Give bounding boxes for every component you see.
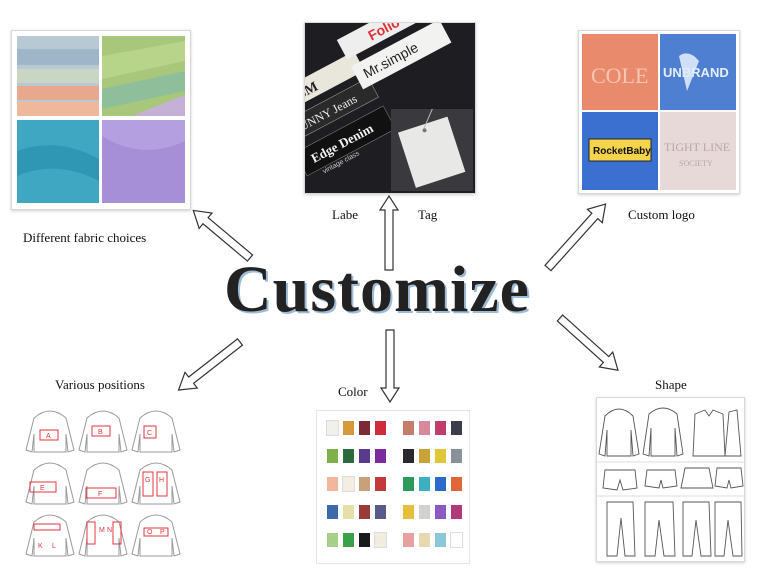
color-swatch [419,449,430,463]
color-swatch-grid [317,411,469,563]
color-swatch [435,477,446,491]
color-swatch [326,420,339,436]
positions-image: A B C E F G H K L M N O P [25,410,181,557]
color-swatch [343,421,354,435]
color-swatch [375,505,386,519]
shape-image [597,398,744,561]
svg-text:H: H [159,477,164,484]
svg-text:P: P [160,529,165,536]
color-swatch [359,421,370,435]
caption-label: Labe [332,207,358,222]
color-swatch [327,505,338,519]
caption-fabric: Different fabric choices [23,230,147,245]
svg-text:SOCIETY: SOCIETY [679,159,713,168]
svg-text:M: M [99,527,105,534]
color-swatch [375,477,386,491]
svg-text:K: K [38,543,43,550]
arrow-to-logo [544,203,607,272]
color-swatch [359,477,370,491]
svg-text:B: B [98,429,103,436]
arrow-to-positions [177,338,244,391]
color-swatch [435,421,446,435]
color-swatch [403,505,414,519]
color-swatch [403,533,414,547]
color-swatch [403,421,414,435]
svg-text:E: E [40,485,45,492]
arrow-to-fabric [192,209,254,262]
color-swatch [451,421,462,435]
color-swatch [342,476,355,492]
color-swatch [451,477,462,491]
color-swatch [435,505,446,519]
color-swatch [343,505,354,519]
arrow-to-color [379,329,401,404]
logo-panel: COLE UNBRAND RocketBaby TIGHT LINE SOCIE… [578,30,740,194]
fabric-image [12,31,190,209]
positions-panel: A B C E F G H K L M N O P [20,402,182,562]
arrow-to-label [378,194,400,271]
logo-image: COLE UNBRAND RocketBaby TIGHT LINE SOCIE… [579,31,739,193]
color-swatch [450,532,463,548]
arrow-to-shape [556,314,619,371]
caption-logo: Custom logo [628,207,695,222]
caption-shape: Shape [655,377,687,392]
svg-text:TIGHT LINE: TIGHT LINE [664,140,730,154]
label-tag-panel: VSM SUNNY Jeans Edge Denim vintage class… [304,22,476,194]
caption-positions: Various positions [55,377,145,392]
customize-title: Customize [224,253,530,326]
color-swatch [403,477,414,491]
shape-panel [596,397,745,562]
caption-color: Color [338,384,368,399]
color-swatch [375,421,386,435]
color-swatch [451,505,462,519]
color-swatch [435,533,446,547]
svg-text:O: O [147,529,153,536]
color-swatch [359,533,370,547]
label-tag-image: VSM SUNNY Jeans Edge Denim vintage class… [305,23,475,193]
color-swatch [403,449,414,463]
svg-text:RocketBaby: RocketBaby [593,146,651,157]
color-swatch [327,533,338,547]
svg-text:G: G [145,477,150,484]
color-swatch [359,505,370,519]
color-swatch [419,421,430,435]
svg-text:UNBRAND: UNBRAND [663,65,729,80]
color-swatch [359,449,370,463]
color-swatch [343,533,354,547]
color-swatch [343,449,354,463]
color-swatch [419,505,430,519]
fabric-panel [11,30,191,210]
color-swatch [374,532,387,548]
color-swatch [419,477,430,491]
color-swatch [451,449,462,463]
svg-text:COLE: COLE [591,63,648,88]
svg-text:F: F [98,491,102,498]
color-swatch [327,477,338,491]
svg-text:L: L [52,543,56,550]
color-swatch [435,449,446,463]
svg-text:N: N [107,527,112,534]
svg-text:C: C [147,430,152,437]
caption-tag: Tag [418,207,438,222]
svg-text:A: A [46,433,51,440]
color-swatch [327,449,338,463]
color-panel [316,410,470,564]
color-swatch [419,533,430,547]
color-swatch [375,449,386,463]
